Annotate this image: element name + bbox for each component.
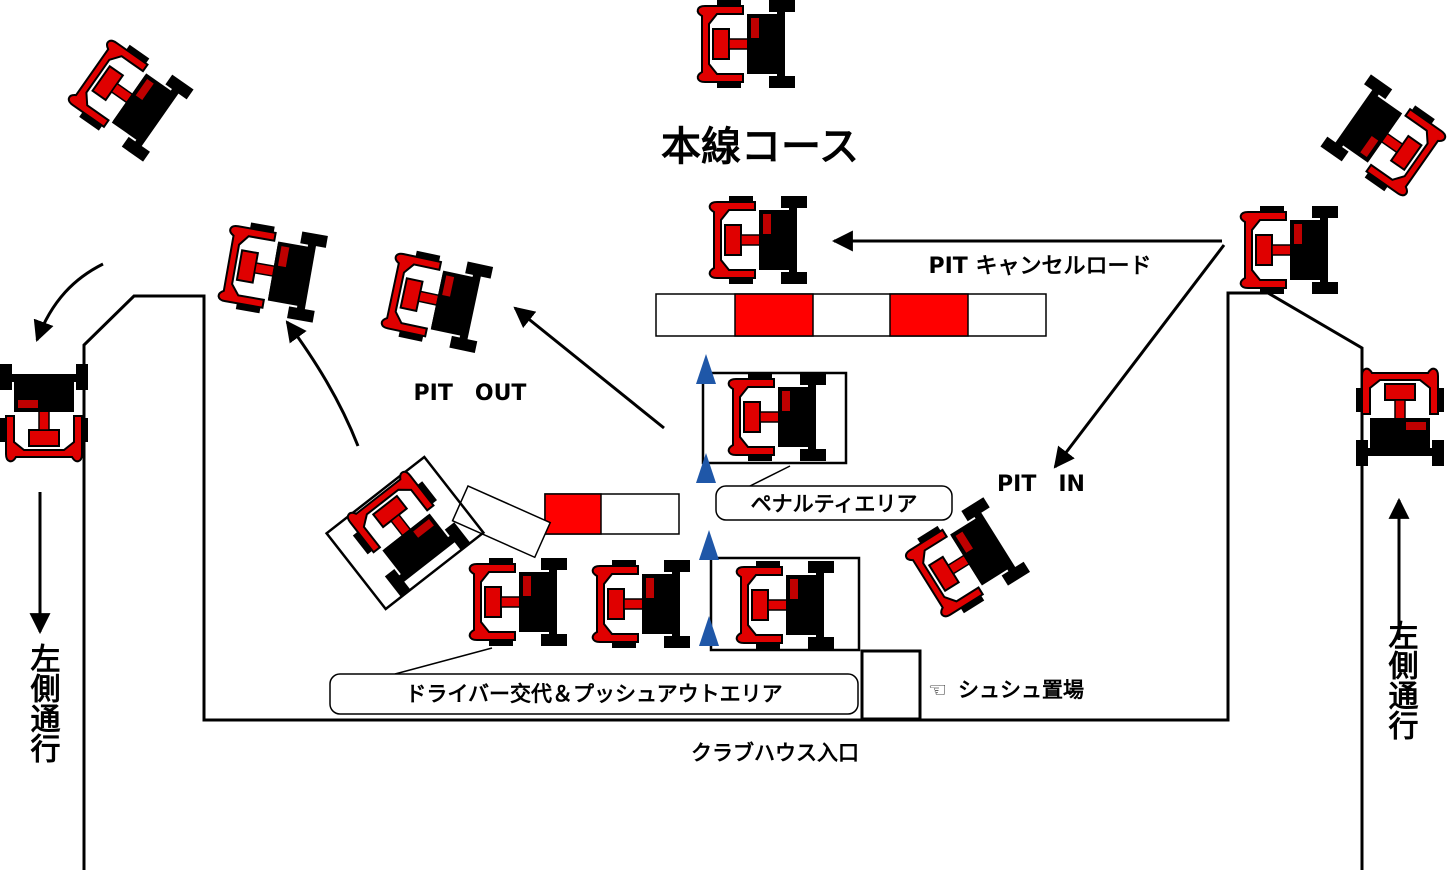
go-kart-icon [378, 245, 495, 355]
penalty-box [701, 371, 848, 465]
pit-in-label: PIT IN [997, 472, 1085, 497]
driver-change-callout [329, 647, 859, 715]
go-kart-icon [0, 363, 89, 463]
pit-box [709, 556, 861, 652]
left-side-passage-left-label: 左側通行 [25, 643, 62, 763]
left-side-passage-right-label: 左側通行 [1383, 620, 1420, 740]
clubhouse-entrance-label: クラブハウス入口 [691, 741, 859, 765]
penalty-callout [715, 465, 953, 521]
go-kart-icon [708, 195, 808, 285]
go-kart-icon [1355, 367, 1445, 467]
arrow-icon [29, 230, 1410, 640]
scrunchie-place-label: シュシュ置場 [958, 678, 1084, 702]
pit-cancel-road-label: PIT キャンセルロード [929, 254, 1152, 279]
pushout-box [324, 455, 486, 611]
barrier-top [655, 293, 1047, 337]
hand-pointing-icon: ☜ [928, 678, 947, 702]
go-kart-icon [215, 218, 329, 324]
main-course-label: 本線コース [661, 124, 859, 170]
driver-change-area-label: ドライバー交代＆プッシュアウトエリア [405, 682, 782, 706]
go-kart-icon [591, 559, 691, 649]
go-kart-icon [735, 560, 835, 650]
penalty-area-label: ペナルティエリア [751, 492, 918, 516]
go-kart-icon [696, 0, 796, 89]
go-kart-icon [62, 32, 195, 163]
go-kart-icon [727, 372, 827, 462]
track-lines [82, 291, 1364, 870]
go-kart-icon [1319, 73, 1449, 204]
go-kart-icon [1239, 205, 1339, 295]
pit-out-label: PIT OUT [414, 381, 527, 406]
barrier-lower [451, 485, 680, 559]
go-kart-icon [468, 557, 568, 647]
